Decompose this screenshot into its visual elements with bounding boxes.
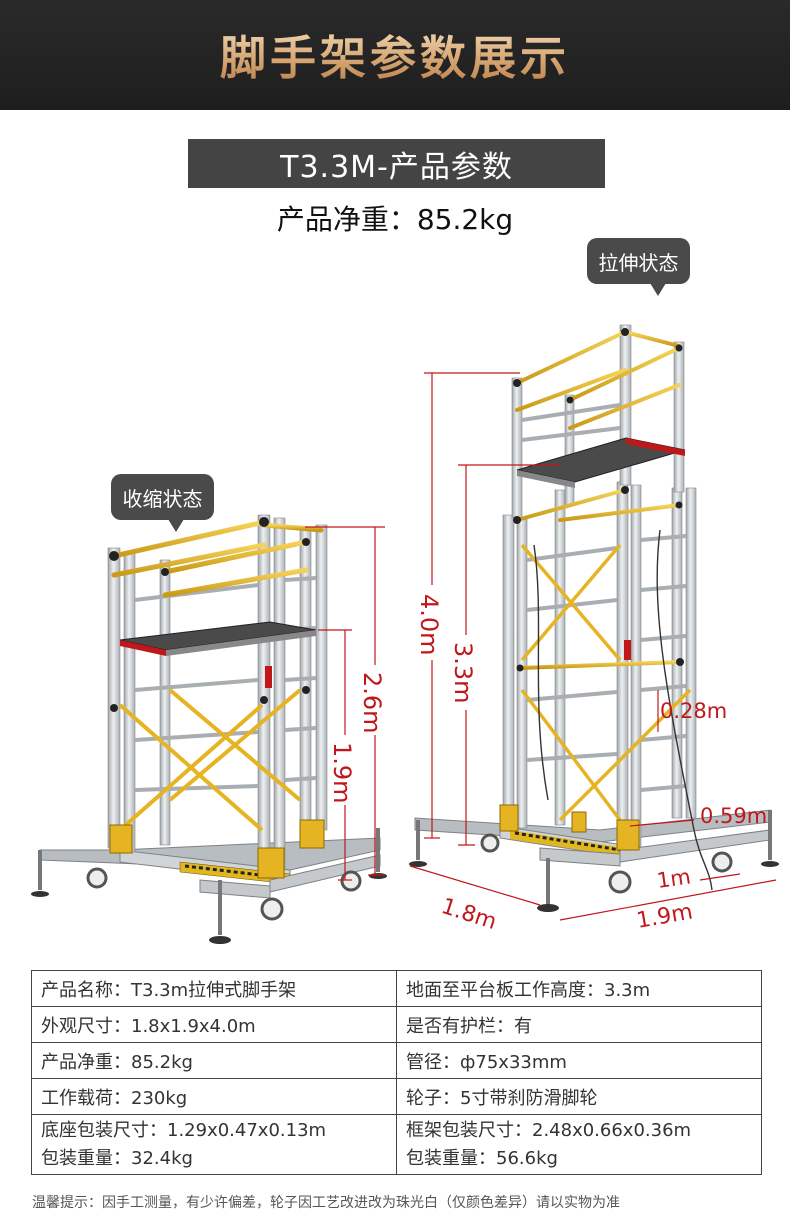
spec-work-load: 工作载荷：230kg bbox=[31, 1078, 397, 1115]
extended-state-bubble: 拉伸状态 bbox=[587, 238, 690, 296]
spec-frame-package: 框架包装尺寸：2.48x0.66x0.36m 包装重量：56.6kg bbox=[396, 1114, 762, 1175]
spec-row-package: 底座包装尺寸：1.29x0.47x0.13m 包装重量：32.4kg 框架包装尺… bbox=[31, 1114, 762, 1175]
spec-row: 产品名称：T3.3m拉伸式脚手架 地面至平台板工作高度：3.3m bbox=[31, 970, 762, 1007]
retracted-state-bubble: 收缩状态 bbox=[111, 474, 214, 532]
label-2-6m: 2.6m bbox=[358, 672, 386, 734]
label-3-3m: 3.3m bbox=[449, 642, 477, 704]
label-0-28m: 0.28m bbox=[660, 699, 727, 723]
top-banner: 脚手架参数展示 bbox=[0, 0, 790, 110]
spec-net-weight: 产品净重：85.2kg bbox=[31, 1042, 397, 1079]
label-1-9m: 1.9m bbox=[328, 742, 356, 804]
label-1m: 1m bbox=[655, 864, 692, 892]
spec-row: 产品净重：85.2kg 管径：ф75x33mm bbox=[31, 1042, 762, 1079]
extended-scaffold bbox=[409, 324, 779, 912]
dimension-labels: 2.6m 1.9m 4.0m 3.3m 0.28m 0.59m 1m 1.8m … bbox=[328, 594, 767, 935]
spec-row: 外观尺寸：1.8x1.9x4.0m 是否有护栏：有 bbox=[31, 1006, 762, 1043]
label-1-8m: 1.8m bbox=[438, 894, 499, 935]
frame-package-weight: 包装重量：56.6kg bbox=[406, 1147, 558, 1169]
scaffold-illustration: 2.6m 1.9m 4.0m 3.3m 0.28m 0.59m 1m 1.8m … bbox=[31, 324, 779, 944]
spec-working-height: 地面至平台板工作高度：3.3m bbox=[396, 970, 762, 1007]
spec-product-name: 产品名称：T3.3m拉伸式脚手架 bbox=[31, 970, 397, 1007]
label-0-59m: 0.59m bbox=[700, 804, 767, 828]
footnote: 温馨提示：因手工测量，有少许偏差，轮子因工艺改进改为珠光白（仅颜色差异）请以实物… bbox=[32, 1195, 620, 1211]
spec-guardrail: 是否有护栏：有 bbox=[396, 1006, 762, 1043]
base-package-size: 底座包装尺寸：1.29x0.47x0.13m bbox=[41, 1119, 327, 1141]
spec-wheels: 轮子：5寸带刹防滑脚轮 bbox=[396, 1078, 762, 1115]
spec-tube-diameter: 管径：ф75x33mm bbox=[396, 1042, 762, 1079]
retracted-scaffold bbox=[31, 514, 387, 944]
net-weight-heading: 产品净重：85.2kg bbox=[276, 203, 514, 236]
label-4-0m: 4.0m bbox=[415, 594, 443, 656]
spec-table: 产品名称：T3.3m拉伸式脚手架 地面至平台板工作高度：3.3m 外观尺寸：1.… bbox=[31, 970, 762, 1175]
frame-package-size: 框架包装尺寸：2.48x0.66x0.36m bbox=[406, 1119, 692, 1141]
model-title-bar: T3.3M-产品参数 bbox=[188, 139, 605, 188]
base-package-weight: 包装重量：32.4kg bbox=[41, 1147, 193, 1169]
dimension-lines bbox=[305, 372, 777, 921]
spec-outer-size: 外观尺寸：1.8x1.9x4.0m bbox=[31, 1006, 397, 1043]
spec-row: 工作载荷：230kg 轮子：5寸带刹防滑脚轮 bbox=[31, 1078, 762, 1115]
spec-base-package: 底座包装尺寸：1.29x0.47x0.13m 包装重量：32.4kg bbox=[31, 1114, 397, 1175]
banner-title: 脚手架参数展示 bbox=[220, 22, 570, 88]
